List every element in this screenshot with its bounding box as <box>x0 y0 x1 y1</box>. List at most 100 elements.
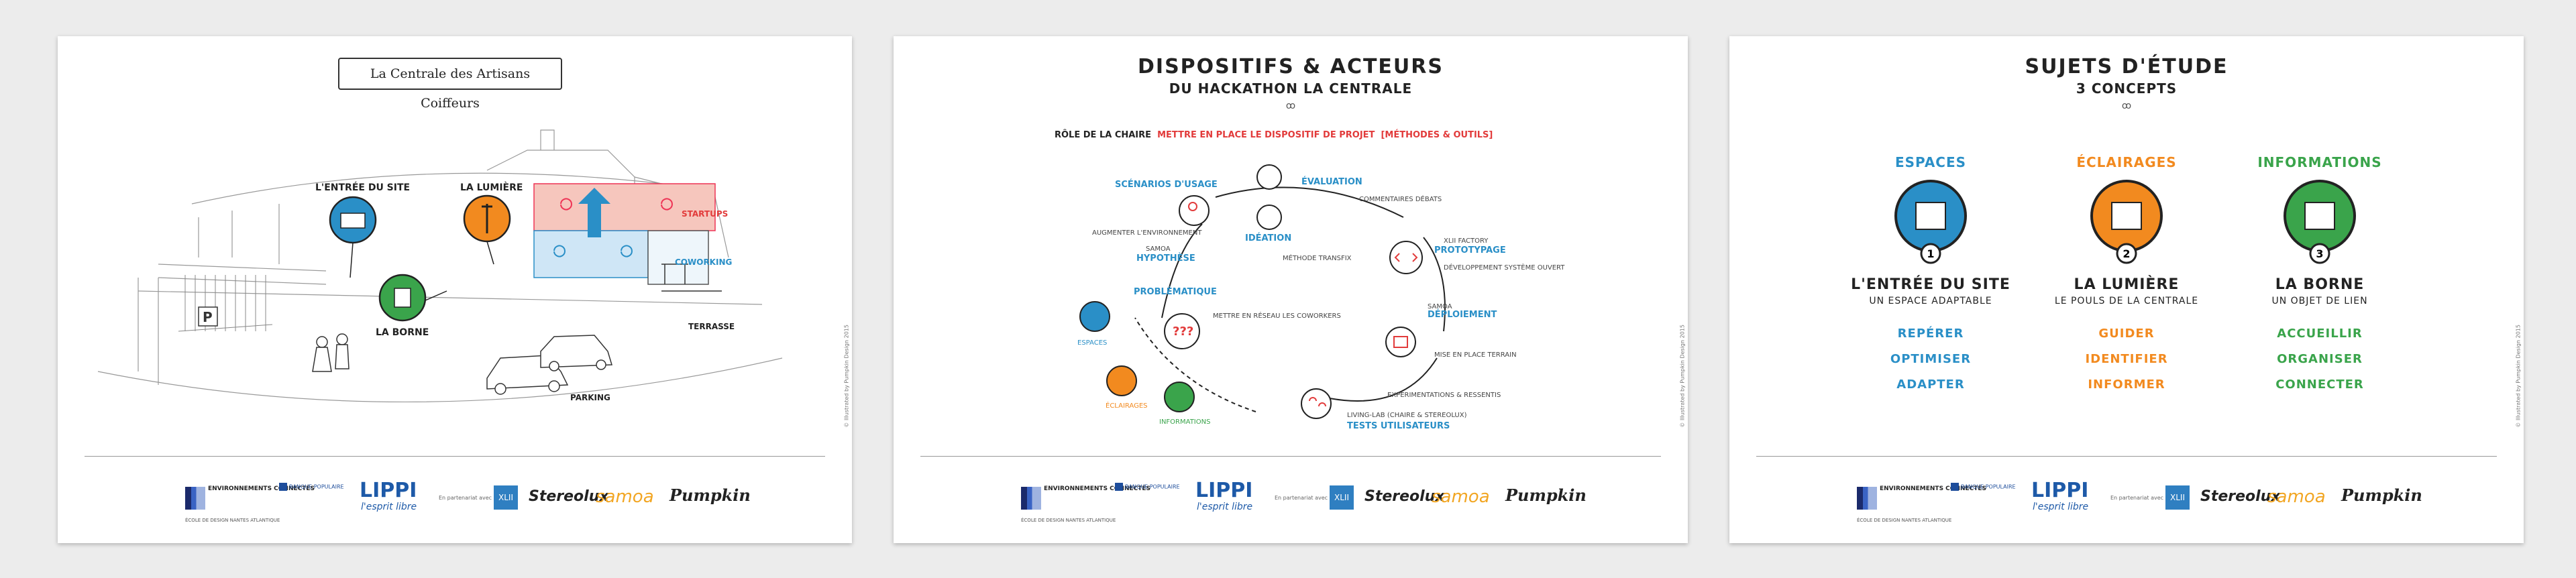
concept-icon: 1 <box>1894 180 1967 264</box>
mettre-reseau-label: METTRE EN RÉSEAU LES COWORKERS <box>1213 312 1341 320</box>
partner-caption: En partenariat avec <box>439 495 492 501</box>
centrale-sign: La Centrale des Artisans Coiffeurs <box>338 58 562 111</box>
concept-verb: GUIDER <box>2098 327 2155 341</box>
borne-label: LA BORNE <box>376 327 429 338</box>
commentaires-label: COMMENTAIRES DÉBATS <box>1359 196 1442 203</box>
informations-label: INFORMATIONS <box>1159 418 1211 426</box>
banque-populaire-logo: BANQUE POPULAIRE <box>1115 483 1180 491</box>
concept-verb: ACCUEILLIR <box>2277 327 2363 341</box>
credit-text: © Illustrated by Pumpkin Design 2015 <box>2516 325 2522 428</box>
concept-name: LA LUMIÈRE <box>2074 276 2180 293</box>
concept-icon: 2 <box>2090 180 2163 264</box>
partner-caption: En partenariat avec <box>1275 495 1328 501</box>
startups-label: STARTUPS <box>682 209 729 219</box>
samoa2-label: SAMOA <box>1428 303 1452 310</box>
pumpkin-logo: Pumpkin <box>1505 485 1587 505</box>
concept-verb: OPTIMISER <box>1890 352 1972 366</box>
concept-category: INFORMATIONS <box>2257 154 2382 170</box>
concept-number: 3 <box>2316 247 2323 260</box>
concept-verb: ADAPTER <box>1896 378 1965 392</box>
concept-name: LA BORNE <box>2275 276 2365 293</box>
concept-verb: IDENTIFIER <box>2085 352 2168 366</box>
dispositifs-subtitle: DU HACKATHON LA CENTRALE <box>1169 80 1413 97</box>
espaces-label: ESPACES <box>1077 339 1108 347</box>
stereolux-logo: Stereolux <box>1364 488 1445 505</box>
concept-category: ESPACES <box>1894 154 1967 170</box>
living-lab-label: LIVING-LAB (CHAIRE & STEREOLUX) <box>1347 412 1467 419</box>
partner-caption: En partenariat avec <box>2110 495 2164 501</box>
concept-column: INFORMATIONS 3 LA BORNE UN OBJET DE LIEN ACC… <box>2233 154 2407 398</box>
concept-verb: CONNECTER <box>2275 378 2364 392</box>
credit-text: © Illustrated by Pumpkin Design 2015 <box>844 325 850 428</box>
banque-populaire-logo: BANQUE POPULAIRE <box>279 483 344 491</box>
banque-populaire-logo: BANQUE POPULAIRE <box>1951 483 2016 491</box>
footer-divider <box>85 456 825 457</box>
concept-description: UN OBJET DE LIEN <box>2271 296 2368 306</box>
coworking-label: COWORKING <box>675 257 733 267</box>
pumpkin-logo: Pumpkin <box>669 485 751 505</box>
scenarios-label: SCÉNARIOS D'USAGE <box>1115 180 1218 190</box>
concept-verb: REPÉRER <box>1897 327 1964 341</box>
pumpkin-logo: Pumpkin <box>2341 485 2422 505</box>
concept-number: 1 <box>1927 247 1934 260</box>
footer-divider <box>1756 456 2497 457</box>
xlii-factory-label: XLII FACTORY <box>1444 237 1489 245</box>
parking-label: PARKING <box>570 393 610 402</box>
concept-name: L'ENTRÉE DU SITE <box>1851 276 2010 293</box>
tests-label: TESTS UTILISATEURS <box>1347 421 1450 431</box>
deploiement-label: DÉPLOIEMENT <box>1428 310 1497 320</box>
concept-number: 2 <box>2123 247 2130 260</box>
concept-verb: INFORMER <box>2088 378 2165 392</box>
samoa-logo: samoa <box>2267 487 2326 507</box>
prototypage-label: PROTOTYPAGE <box>1434 245 1506 255</box>
panel-dispositifs: DISPOSITIFS & ACTEURS DU HACKATHON LA CE… <box>894 36 1688 543</box>
concept-column: ÉCLAIRAGES 2 LA LUMIÈRE LE POULS DE LA CENT… <box>2039 154 2214 398</box>
svg-text:???: ??? <box>1173 325 1193 339</box>
evaluation-label: ÉVALUATION <box>1301 177 1362 187</box>
stereolux-logo: Stereolux <box>2200 488 2281 505</box>
concept-description: LE POULS DE LA CENTRALE <box>2054 296 2199 306</box>
credit-text: © Illustrated by Pumpkin Design 2015 <box>1680 325 1686 428</box>
eclairages-label: ÉCLAIRAGES <box>1106 402 1148 410</box>
problematique-label: PROBLÉMATIQUE <box>1134 287 1217 297</box>
svg-text:P: P <box>203 309 213 325</box>
mise-place-label: MISE EN PLACE TERRAIN <box>1434 351 1517 359</box>
concept-verbs: GUIDER IDENTIFIER INFORMER <box>2039 321 2214 398</box>
sujets-subtitle: 3 CONCEPTS <box>2076 80 2178 97</box>
methode-label: MÉTHODE TRANSFIX <box>1283 255 1352 262</box>
xlii-logo: XLII <box>2165 485 2190 510</box>
site-illustration: P <box>97 129 783 403</box>
concept-icon: 3 <box>2284 180 2356 264</box>
lumiere-label: LA LUMIÈRE <box>460 182 523 193</box>
ornament: ꝏ <box>2121 101 2132 111</box>
xlii-logo: XLII <box>1330 485 1354 510</box>
augmenter-label: AUGMENTER L'ENVIRONNEMENT <box>1092 229 1202 237</box>
ornament: ꝏ <box>1285 101 1296 111</box>
sujets-title: SUJETS D'ÉTUDE <box>2025 55 2229 78</box>
experimentations-label: EXPÉRIMENTATIONS & RESSENTIS <box>1387 392 1501 399</box>
samoa-logo: samoa <box>596 487 654 507</box>
concept-verbs: REPÉRER OPTIMISER ADAPTER <box>1843 321 2018 398</box>
samoa1-label: SAMOA <box>1146 245 1171 253</box>
terrasse-label: TERRASSE <box>688 322 735 331</box>
entree-label: L'ENTRÉE DU SITE <box>315 182 411 193</box>
concept-description: UN ESPACE ADAPTABLE <box>1869 296 1992 306</box>
ideation-label: IDÉATION <box>1245 233 1292 243</box>
concept-category: ÉCLAIRAGES <box>2076 154 2177 170</box>
stereolux-logo: Stereolux <box>529 488 609 505</box>
role-highlight: METTRE EN PLACE LE DISPOSITIF DE PROJET <box>1157 130 1375 140</box>
xlii-logo: XLII <box>494 485 518 510</box>
developpement-label: DÉVELOPPEMENT SYSTÈME OUVERT <box>1444 264 1565 272</box>
dispositifs-title: DISPOSITIFS & ACTEURS <box>1138 55 1444 78</box>
